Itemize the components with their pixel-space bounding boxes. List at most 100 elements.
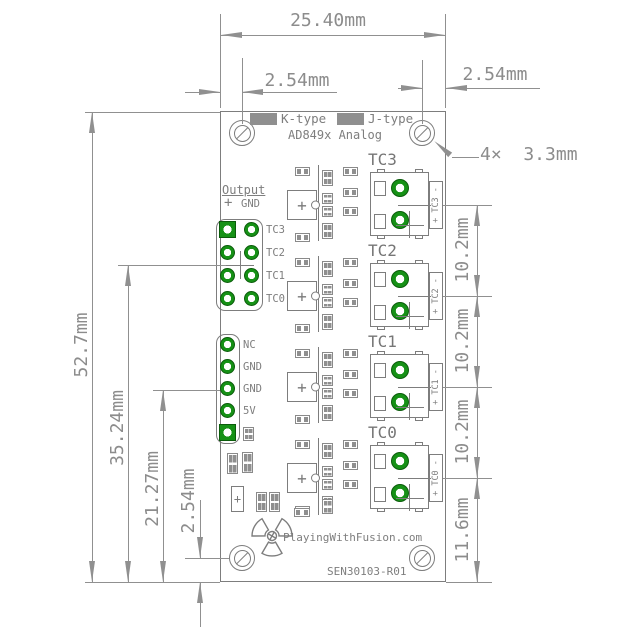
tc-hole-plus <box>391 270 409 288</box>
output-hole <box>244 291 259 306</box>
notch <box>415 235 423 239</box>
wire-entry <box>374 487 386 502</box>
power-hole <box>220 403 235 418</box>
dimension-arrow <box>473 457 480 478</box>
ic-polarity-mark: + <box>297 377 307 397</box>
radiation-logo-icon <box>251 517 293 557</box>
center-mark <box>396 498 424 499</box>
dimension-arrow <box>221 31 242 38</box>
notch <box>415 417 423 421</box>
component-array <box>322 223 333 239</box>
resistor <box>343 258 358 267</box>
resistor <box>295 233 310 242</box>
power-pin-label: 5V <box>243 405 256 417</box>
tc-label: TC0 <box>368 423 397 442</box>
leader-line <box>452 157 479 159</box>
resistor <box>295 167 310 176</box>
dimension-arrow <box>124 561 131 582</box>
tc-hole-plus <box>391 361 409 379</box>
wire-entry <box>374 454 386 469</box>
component-array <box>322 405 333 421</box>
output-pin-label: TC1 <box>266 270 285 282</box>
output-hole <box>220 245 235 260</box>
amplifier-ic: + <box>287 190 317 220</box>
extension-line <box>118 265 226 267</box>
center-line <box>398 387 431 389</box>
dimension-arrow <box>473 296 480 317</box>
mounting-hole-bottom-left <box>229 545 255 571</box>
resistor <box>295 440 310 449</box>
amplifier-ic: + <box>287 463 317 493</box>
extension-line <box>185 558 229 560</box>
output-pin-label: TC2 <box>266 247 285 259</box>
component-array <box>322 206 333 217</box>
output-hole <box>220 291 235 306</box>
dim-tc-spacing: 10.2mm <box>452 308 473 374</box>
dimension-arrow <box>473 478 480 499</box>
output-plus-label: + <box>224 195 233 211</box>
component-array <box>242 452 253 473</box>
extension-line <box>398 478 492 480</box>
component-array <box>322 261 333 277</box>
tc-tab: + TC0 - <box>429 454 443 502</box>
center-mark <box>396 316 424 317</box>
dimension-line <box>220 35 446 37</box>
dimension-line <box>163 390 165 582</box>
dim-board-width: 25.40mm <box>290 10 366 31</box>
center-mark <box>240 251 241 279</box>
ic-polarity-mark: + <box>297 468 307 488</box>
center-line <box>398 478 431 480</box>
power-hole <box>220 337 235 352</box>
resistor <box>343 298 358 307</box>
notch <box>415 351 423 355</box>
dimension-arrow <box>199 88 220 95</box>
notch <box>377 235 385 239</box>
amplifier-ic: + <box>287 281 317 311</box>
dim-board-height: 52.7mm <box>71 312 92 378</box>
cap-polarity-mark: + <box>233 492 242 506</box>
dimension-line <box>200 500 202 558</box>
wire-entry <box>374 272 386 287</box>
tc-hole-plus <box>391 452 409 470</box>
notch <box>415 442 423 446</box>
notch <box>377 326 385 330</box>
notch <box>377 442 385 446</box>
notch <box>377 351 385 355</box>
output-hole <box>244 245 259 260</box>
component-array <box>322 193 333 204</box>
wire-entry <box>374 181 386 196</box>
power-pin-label: GND <box>243 383 262 395</box>
extension-line <box>445 14 447 108</box>
output-title: Output <box>222 183 266 197</box>
notch <box>377 260 385 264</box>
resistor <box>343 389 358 398</box>
component-array <box>227 453 238 474</box>
power-hole <box>220 359 235 374</box>
silkscreen-line <box>318 491 320 515</box>
dimension-arrow <box>473 387 480 408</box>
resistor <box>343 461 358 470</box>
dimension-arrow <box>124 265 131 286</box>
tc-hole-minus <box>391 484 409 502</box>
resistor <box>343 440 358 449</box>
center-mark <box>409 211 410 238</box>
dimension-line <box>242 92 337 94</box>
center-line <box>398 205 431 207</box>
j-type-swatch <box>337 113 364 125</box>
dimension-arrow <box>473 275 480 296</box>
center-line <box>398 296 431 298</box>
tc-label: TC2 <box>368 241 397 260</box>
dimension-arrow <box>242 88 263 95</box>
dim-mount-holes: 4× 3.3mm <box>480 144 578 165</box>
component-array <box>322 375 333 386</box>
resistor <box>295 349 310 358</box>
resistor <box>294 508 310 517</box>
k-type-swatch <box>250 113 277 125</box>
output-hole <box>220 268 235 283</box>
wire-entry <box>374 363 386 378</box>
dimension-arrow <box>473 205 480 226</box>
extension-line <box>153 390 220 392</box>
